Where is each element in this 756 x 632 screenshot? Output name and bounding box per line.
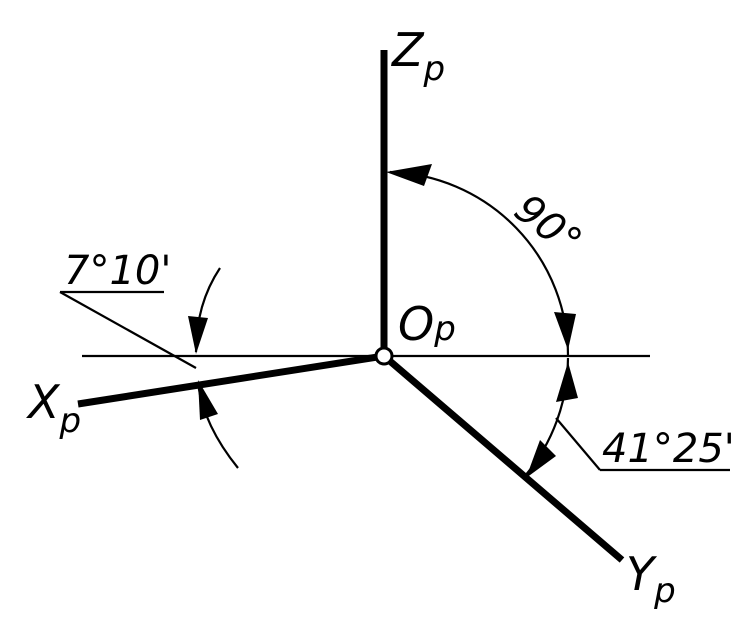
x-angle-arc-arrow-upper <box>188 316 208 354</box>
x-angle-arc-arrow-lower <box>198 380 218 420</box>
right-angle-arc-arrow-bottom <box>554 312 576 350</box>
y-axis-line <box>381 353 625 563</box>
x-axis-line <box>77 352 385 408</box>
origin-label: Op <box>398 297 456 351</box>
y-axis-label: Yp <box>626 547 676 611</box>
x-angle-label: 7°10' <box>64 248 171 294</box>
x-axis-label: Xp <box>26 375 81 441</box>
z-axis-label: Zp <box>390 23 445 89</box>
x-angle-leader-line <box>59 291 197 369</box>
y-angle-label: 41°25' <box>602 426 735 472</box>
origin-point <box>374 346 394 366</box>
y-angle-arc-arrow-bottom <box>526 440 556 478</box>
y-angle-leader-line <box>555 417 601 471</box>
y-angle-arc-arrow-top <box>556 362 578 402</box>
right-angle-label: 90° <box>506 186 590 266</box>
right-angle-arc-arrow-top <box>386 164 432 186</box>
